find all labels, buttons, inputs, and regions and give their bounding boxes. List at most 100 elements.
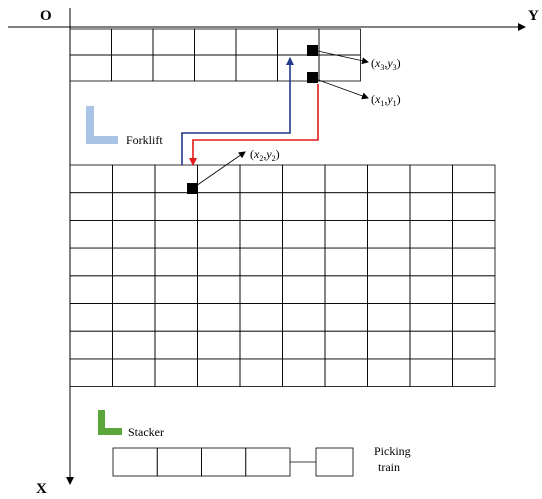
lower-rack-cell — [409, 358, 453, 387]
lower-rack-cell — [324, 275, 368, 304]
stacker-label: Stacker — [128, 425, 164, 439]
lower-rack-cell — [452, 219, 496, 249]
lower-rack-cell — [239, 164, 283, 194]
lower-rack-cell — [112, 219, 156, 249]
lower-rack-cell — [239, 358, 283, 387]
lower-rack-cell — [282, 358, 326, 387]
lower-rack-cell — [154, 219, 198, 249]
lower-rack-cell — [112, 164, 156, 194]
lower-rack-cell — [197, 303, 241, 332]
upper-rack-cell — [152, 54, 195, 82]
lower-rack-cell — [154, 330, 198, 360]
lower-rack-cell — [409, 192, 453, 221]
red-route — [189, 84, 319, 166]
lower-rack-cell — [112, 358, 156, 387]
lower-rack-cell — [69, 275, 113, 304]
lower-rack-cell — [409, 164, 453, 194]
lower-rack-cell — [282, 192, 326, 221]
lower-rack-cell — [324, 219, 368, 249]
upper-rack-cell — [194, 54, 237, 82]
lower-rack-cell — [452, 247, 496, 277]
lower-rack-cell — [69, 358, 113, 387]
lower-rack-cell — [452, 164, 496, 194]
lower-rack-cell — [69, 192, 113, 221]
lower-rack-cell — [367, 275, 411, 304]
lower-rack-cell — [367, 219, 411, 249]
lower-rack-cell — [409, 219, 453, 249]
lower-rack-cell — [239, 247, 283, 277]
upper-rack-cell — [194, 28, 237, 56]
lower-rack-cell — [452, 330, 496, 360]
lower-rack-cell — [69, 164, 113, 194]
pointer-p3 — [312, 49, 369, 65]
lower-rack-cell — [239, 219, 283, 249]
lower-rack-cell — [452, 275, 496, 304]
upper-rack — [69, 28, 361, 82]
lower-rack-cell — [239, 275, 283, 304]
lower-rack-cell — [197, 275, 241, 304]
picking-train-cell — [112, 447, 158, 477]
upper-rack-cell — [235, 28, 278, 56]
lower-rack-cell — [367, 164, 411, 194]
upper-rack-cell — [111, 28, 154, 56]
upper-rack-cell — [69, 54, 112, 82]
lower-rack-cell — [154, 247, 198, 277]
lower-rack-cell — [282, 247, 326, 277]
picking-train-cell — [156, 447, 202, 477]
lower-rack-cell — [239, 330, 283, 360]
lower-rack-cell — [409, 275, 453, 304]
lower-rack-cell — [367, 330, 411, 360]
pointer-p2 — [192, 151, 246, 189]
lower-rack-cell — [239, 303, 283, 332]
upper-rack-cell — [318, 54, 361, 82]
lower-rack-cell — [324, 247, 368, 277]
lower-rack-cell — [282, 219, 326, 249]
upper-rack-cell — [318, 28, 361, 56]
y-axis-label: Y — [528, 8, 539, 24]
lower-rack-cell — [154, 358, 198, 387]
blue-route — [181, 57, 294, 165]
lower-rack-cell — [409, 247, 453, 277]
lower-rack-cell — [282, 164, 326, 194]
lower-rack-cell — [69, 330, 113, 360]
lower-rack-cell — [69, 247, 113, 277]
lower-rack-cell — [197, 219, 241, 249]
picking-train — [112, 447, 291, 477]
coord-label-p3: (x3,y3) — [371, 56, 401, 72]
lower-rack-cell — [324, 303, 368, 332]
lower-rack-cell — [239, 192, 283, 221]
lower-rack-cell — [154, 192, 198, 221]
picking-train-label-1: Picking — [374, 444, 411, 458]
origin-label: O — [40, 8, 52, 24]
lower-rack-cell — [112, 330, 156, 360]
picking-train-head — [315, 447, 354, 477]
location-marker-p2 — [187, 183, 198, 194]
lower-rack-cell — [282, 303, 326, 332]
lower-rack-cell — [452, 192, 496, 221]
lower-rack-cell — [324, 164, 368, 194]
picking-train-cell — [201, 447, 247, 477]
lower-rack-cell — [112, 303, 156, 332]
picking-train-label-2: train — [378, 460, 400, 474]
lower-rack-cell — [197, 164, 241, 194]
picking-train-cell — [245, 447, 291, 477]
upper-rack-cell — [152, 28, 195, 56]
coord-label-p2: (x2,y2) — [250, 147, 280, 163]
lower-rack-cell — [452, 303, 496, 332]
lower-rack-cell — [409, 303, 453, 332]
lower-rack-cell — [324, 330, 368, 360]
stacker-icon — [98, 410, 122, 435]
lower-rack-cell — [154, 303, 198, 332]
lower-rack-cell — [452, 358, 496, 387]
lower-rack-cell — [409, 330, 453, 360]
upper-rack-cell — [235, 54, 278, 82]
location-marker-p3 — [307, 45, 318, 56]
upper-rack-cell — [111, 54, 154, 82]
lower-rack-cell — [197, 358, 241, 387]
lower-rack-cell — [324, 358, 368, 387]
lower-rack-cell — [197, 330, 241, 360]
lower-rack-cell — [282, 330, 326, 360]
forklift-icon — [86, 106, 118, 144]
location-marker-p1 — [307, 72, 318, 83]
